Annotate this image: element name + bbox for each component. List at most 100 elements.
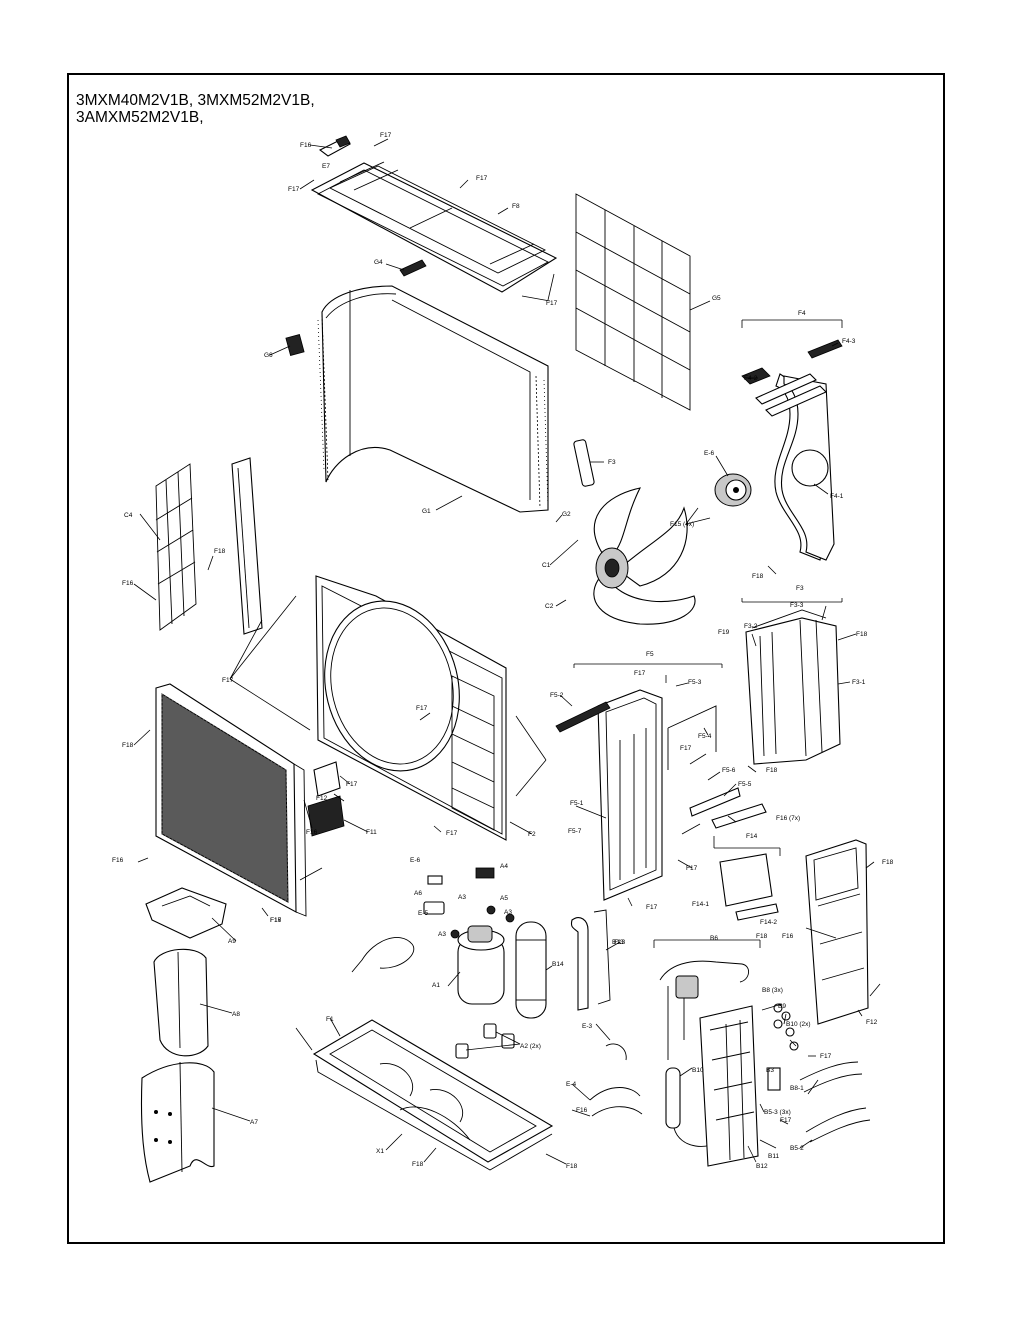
part-label: B9 <box>778 1003 786 1010</box>
part-label: F17 <box>380 132 392 139</box>
part-label: F18 <box>752 573 764 580</box>
part-label: B3 <box>766 1067 774 1074</box>
part-label: B10 <box>692 1067 704 1074</box>
part-label: B12 <box>756 1163 768 1170</box>
part-label: F16 <box>300 142 312 149</box>
part-label: F3 <box>608 459 616 466</box>
part-label: G6 <box>264 352 273 359</box>
part-label: F5 <box>646 651 654 658</box>
block-g4 <box>399 259 427 277</box>
part-label: B8 (3x) <box>762 987 783 994</box>
model-line-1: 3MXM40M2V1B, 3MXM52M2V1B, <box>76 92 315 109</box>
part-label: A3 <box>458 894 466 901</box>
fan-motor-part <box>714 473 752 507</box>
part-label: F14 <box>746 833 758 840</box>
part-label: B5-3 (3x) <box>764 1109 791 1116</box>
part-label: C2 <box>545 603 554 610</box>
part-label: F5-4 <box>698 733 712 740</box>
screws-b8-b10 <box>773 1003 799 1051</box>
part-label: X1 <box>376 1148 384 1155</box>
page-title: 3MXM40M2V1B, 3MXM52M2V1B, 3AMXM52M2V1B, <box>76 92 315 126</box>
part-label: F3 <box>796 585 804 592</box>
side-column-part <box>231 457 263 635</box>
part-label: F18 <box>122 742 134 749</box>
base-plate-part <box>312 1019 554 1171</box>
part-label: F18 <box>882 859 894 866</box>
side-grille-part <box>155 463 197 631</box>
part-label: F14-1 <box>692 901 709 908</box>
part-label: F5-5 <box>738 781 752 788</box>
drawing-frame <box>67 73 945 1244</box>
wires-b5-1 <box>799 1061 863 1093</box>
part-label: F17 <box>476 175 488 182</box>
part-label: B10 (2x) <box>786 1021 811 1028</box>
part-label: F11 <box>366 829 377 836</box>
part-label: A3 <box>438 931 446 938</box>
drain-cover-a9 <box>145 887 227 939</box>
valve-assembly-part <box>659 960 749 1147</box>
part-label: F16 <box>306 829 318 836</box>
part-label: E-3 <box>582 1023 593 1030</box>
part-label: F17 <box>680 745 692 752</box>
control-box-cover-part <box>805 839 869 1025</box>
block-b2 <box>573 439 595 487</box>
part-label: F2 <box>528 831 536 838</box>
part-label: F3-2 <box>744 623 758 630</box>
part-label: F16 <box>112 857 124 864</box>
part-label: F18 <box>766 767 778 774</box>
block-g6 <box>285 334 305 356</box>
part-label: A4 <box>500 863 508 870</box>
part-label: F5-2 <box>550 692 564 699</box>
part-label: E-4 <box>566 1081 577 1088</box>
part-label: E-6 <box>410 857 421 864</box>
part-label: G4 <box>374 259 383 266</box>
terminal-parts <box>423 867 515 939</box>
part-label: F16 <box>782 933 794 940</box>
sensor-holder-part <box>719 853 779 921</box>
part-label: F17 <box>446 830 458 837</box>
wires-b5-2 <box>805 1107 871 1143</box>
part-label: C1 <box>542 562 551 569</box>
part-label: B5-2 <box>790 1145 804 1152</box>
motor-bracket-part <box>741 339 843 561</box>
part-label: A9 <box>228 938 236 945</box>
part-label: F13 <box>614 939 626 946</box>
part-label: F16 <box>270 917 282 924</box>
part-label: E-5 <box>418 910 429 917</box>
pipe-b14 <box>593 909 611 1005</box>
part-label: F16 <box>122 580 134 587</box>
part-label: A3 <box>504 909 512 916</box>
wire-e3 <box>605 1043 627 1061</box>
part-label: F18 <box>214 548 226 555</box>
part-label: F1 <box>326 1016 334 1023</box>
part-label: F16 (7x) <box>776 815 800 822</box>
part-label: F3-1 <box>852 679 866 686</box>
part-label: F18 <box>412 1161 424 1168</box>
part-label: F5-1 <box>570 800 584 807</box>
part-label: F17 <box>686 865 698 872</box>
part-label: F5-7 <box>568 828 582 835</box>
part-label: G2 <box>562 511 571 518</box>
top-plate-part <box>310 161 558 293</box>
compressor-part <box>455 921 547 1059</box>
part-label: F17 <box>416 705 428 712</box>
control-board-part <box>699 1005 759 1167</box>
part-label: F14-2 <box>760 919 777 926</box>
part-label: F17 <box>546 300 558 307</box>
heat-exchanger-part <box>317 285 549 513</box>
part-label: B11 <box>768 1153 779 1160</box>
part-label: A1 <box>432 982 440 989</box>
part-label: F18 <box>856 631 868 638</box>
insulation-a7 <box>140 1061 215 1183</box>
part-label: G5 <box>712 295 721 302</box>
front-grille-part <box>155 683 307 917</box>
wire-e4 <box>589 1087 643 1117</box>
part-label: E-6 <box>704 450 715 457</box>
part-label: A2 (2x) <box>520 1043 541 1050</box>
part-label: F18 <box>756 933 768 940</box>
part-label: F12 <box>866 1019 878 1026</box>
part-label: B8-1 <box>790 1085 804 1092</box>
part-label: F8 <box>512 203 520 210</box>
part-label: F17 <box>270 917 282 924</box>
part-label: F5-3 <box>688 679 702 686</box>
